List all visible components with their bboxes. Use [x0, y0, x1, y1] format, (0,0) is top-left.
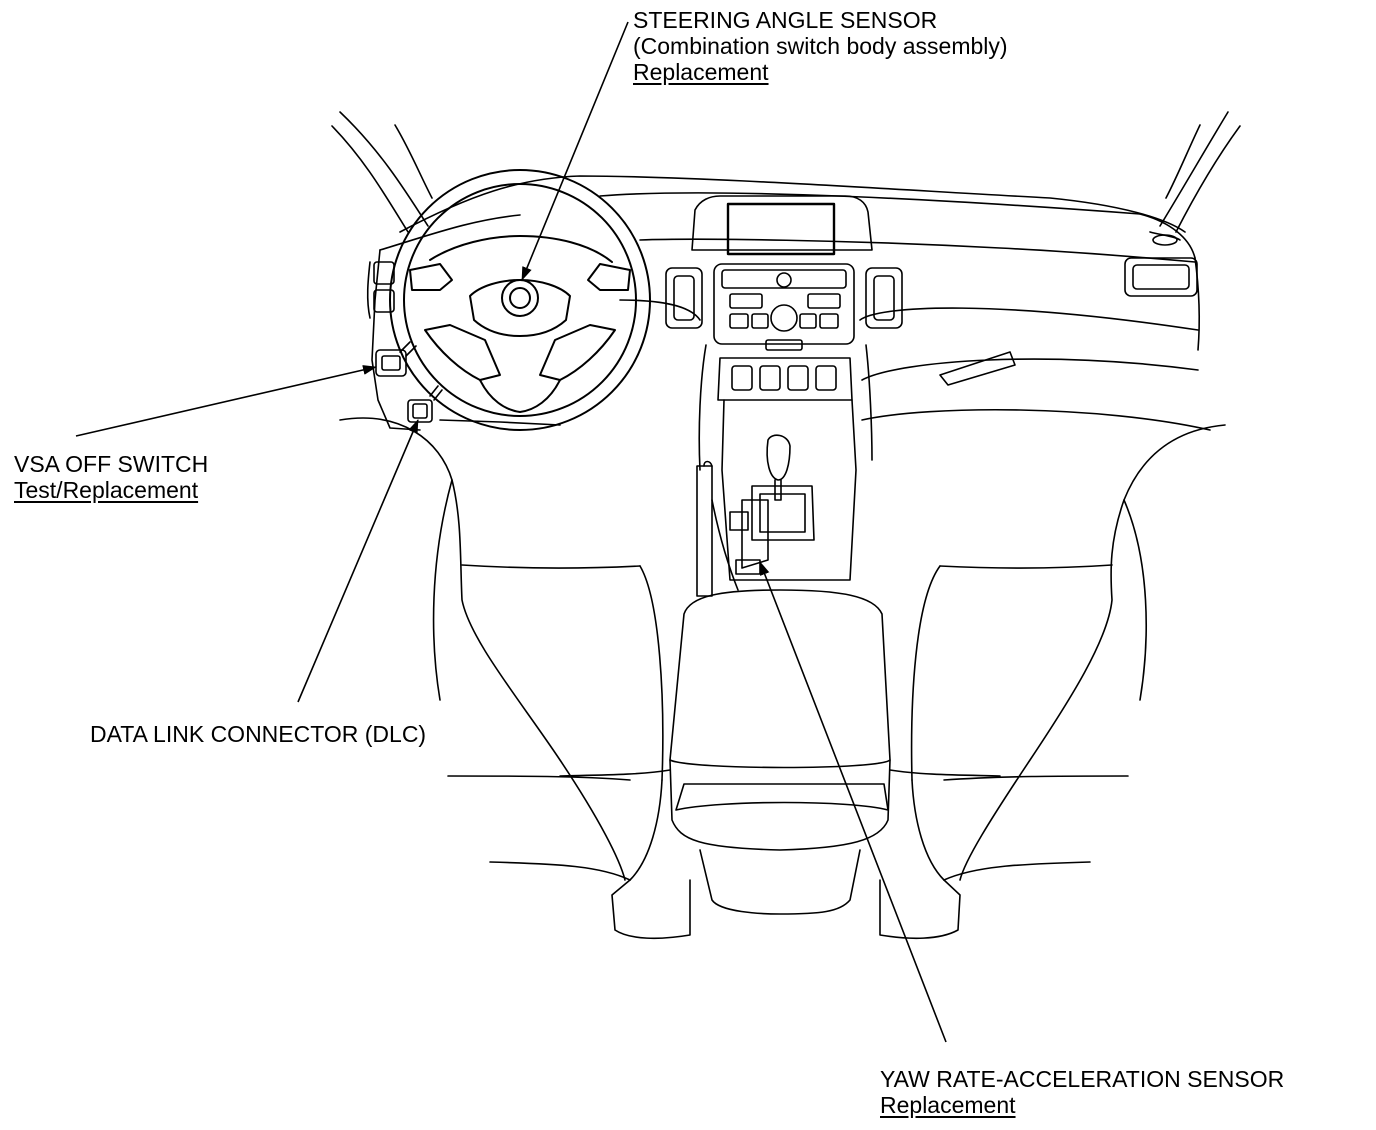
center-stack — [665, 263, 903, 581]
steering-angle-sensor-action-link[interactable]: Replacement — [633, 59, 769, 85]
left-a-pillar — [331, 111, 433, 233]
steering-wheel — [389, 169, 651, 431]
vsa-off-switch-title: VSA OFF SWITCH — [14, 451, 209, 477]
steering-angle-leader — [521, 21, 629, 281]
steering-angle-sensor-subtitle: (Combination switch body assembly) — [633, 33, 1008, 59]
right-front-seat — [879, 424, 1226, 940]
yaw-rate-sensor-action-link[interactable]: Replacement — [880, 1092, 1016, 1118]
data-link-connector-title: DATA LINK CONNECTOR (DLC) — [90, 721, 427, 747]
center-console — [559, 589, 1001, 915]
parking-brake — [696, 460, 739, 597]
yaw-rate-leader — [759, 561, 947, 1043]
yaw-rate-sensor-component — [729, 499, 769, 575]
vsa-off-switch-component — [375, 341, 417, 377]
dlc-component — [407, 385, 443, 423]
vsa-off-switch-leader — [75, 365, 377, 437]
yaw-rate-sensor-callout: YAW RATE-ACCELERATION SENSOR Replacement — [880, 1066, 1284, 1118]
steering-angle-sensor-title: STEERING ANGLE SENSOR — [633, 7, 938, 33]
yaw-rate-sensor-title: YAW RATE-ACCELERATION SENSOR — [880, 1066, 1285, 1092]
left-front-seat — [339, 417, 691, 940]
vsa-off-switch-action-link[interactable]: Test/Replacement — [14, 477, 199, 503]
dashboard — [366, 175, 1211, 431]
steering-angle-sensor-callout: STEERING ANGLE SENSOR (Combination switc… — [633, 7, 1008, 85]
dlc-leader — [297, 419, 419, 703]
right-a-pillar — [1159, 111, 1241, 233]
data-link-connector-callout: DATA LINK CONNECTOR (DLC) — [90, 721, 426, 747]
shift-lever — [751, 434, 815, 541]
navigation-screen — [691, 195, 873, 256]
vsa-off-switch-callout: VSA OFF SWITCH Test/Replacement — [14, 451, 208, 503]
